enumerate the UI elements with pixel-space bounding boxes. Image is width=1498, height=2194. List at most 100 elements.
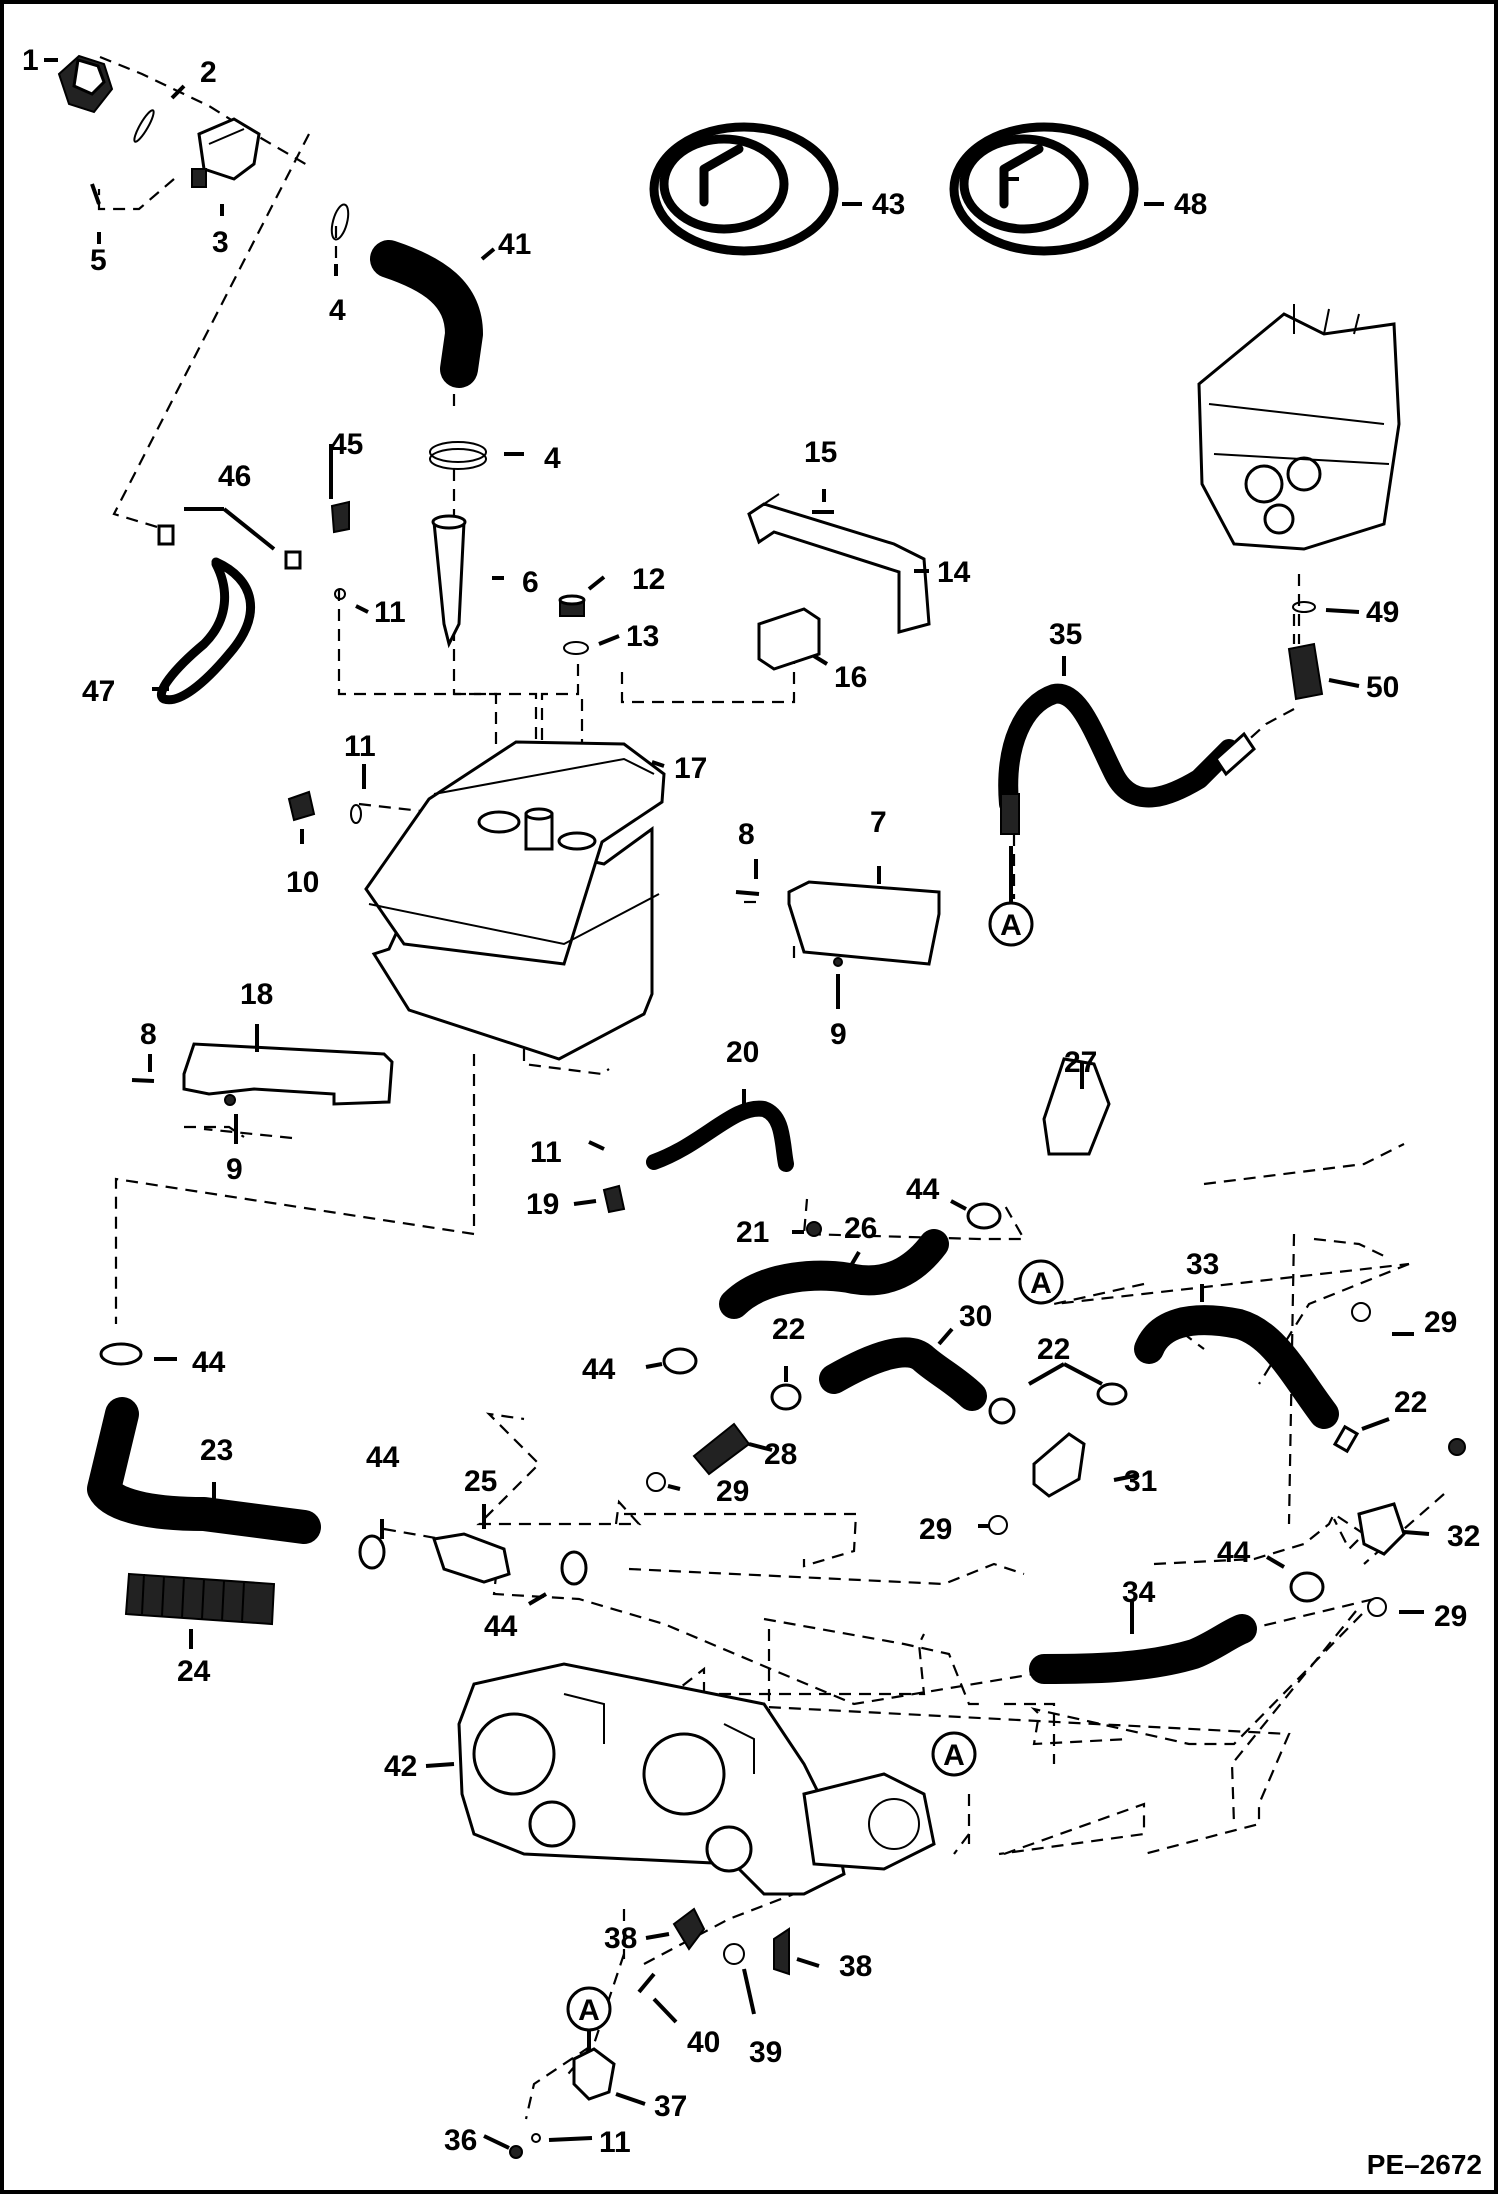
plug — [558, 594, 586, 617]
o-ring — [1367, 1597, 1387, 1617]
tee-fitting — [1042, 1057, 1111, 1156]
callout-27: 27 — [1064, 1046, 1097, 1079]
screw — [90, 183, 101, 205]
callout-16: 16 — [834, 661, 867, 694]
callout-43: 43 — [872, 188, 905, 221]
mounting-bracket-right — [787, 880, 941, 966]
tee-fitting — [432, 1532, 511, 1584]
callout-19: 19 — [526, 1188, 559, 1221]
callout-47: 47 — [82, 675, 115, 708]
small-clamp — [157, 524, 175, 546]
assembly-guide-lines — [97, 55, 1445, 2120]
callout-numbers: 1 2 3 4 4 5 6 7 8 8 9 9 10 11 11 11 11 1… — [22, 44, 1480, 2159]
callout-35: 35 — [1049, 618, 1082, 651]
hydraulic-reservoir-exploded-view: A A A A 1 2 3 4 4 5 6 7 8 8 9 9 10 11 11… — [22, 44, 1482, 2180]
nut — [224, 1094, 236, 1106]
callout-42: 42 — [384, 1750, 417, 1783]
hose-clamp — [429, 441, 487, 470]
callout-7: 7 — [870, 806, 887, 839]
split-flange — [773, 1927, 790, 1976]
parts-artwork — [57, 54, 1466, 2159]
callout-3: 3 — [212, 226, 229, 259]
callout-50: 50 — [1366, 671, 1399, 704]
callout-26: 26 — [844, 1212, 877, 1245]
callout-22: 22 — [1037, 1333, 1070, 1366]
hose-clamp — [988, 1397, 1016, 1425]
reference-marker-label: A — [578, 1994, 600, 2027]
o-ring — [330, 203, 350, 241]
mounting-bracket-upper — [747, 493, 931, 634]
o-ring — [531, 2133, 541, 2143]
callout-11: 11 — [374, 596, 406, 629]
o-ring — [563, 641, 589, 655]
nut — [833, 957, 843, 967]
callout-15: 15 — [804, 436, 837, 469]
callout-44: 44 — [1217, 1536, 1251, 1569]
callout-38: 38 — [839, 1950, 872, 1983]
breather-hose — [370, 240, 483, 388]
callout-40: 40 — [687, 2026, 720, 2059]
return-hose — [819, 1337, 987, 1411]
callout-41: 41 — [498, 228, 531, 261]
loop-hose — [156, 557, 256, 705]
bolt — [735, 890, 760, 896]
plug — [509, 2145, 523, 2159]
coiled-hose-right — [949, 122, 1139, 256]
callout-22: 22 — [1394, 1386, 1427, 1419]
hydraulic-hose — [646, 1100, 794, 1172]
callout-31: 31 — [1124, 1465, 1157, 1498]
control-valve — [1197, 304, 1401, 551]
reference-marker-label: A — [1000, 909, 1022, 942]
callout-44: 44 — [484, 1610, 518, 1643]
gasket — [133, 109, 155, 143]
callout-12: 12 — [632, 563, 665, 596]
callout-4: 4 — [329, 294, 346, 327]
o-ring — [988, 1515, 1008, 1535]
o-ring — [334, 588, 346, 600]
hose-clamp — [560, 1550, 588, 1586]
elbow-fitting — [330, 500, 350, 534]
callout-46: 46 — [218, 460, 251, 493]
bolt — [637, 1972, 656, 1994]
protective-sleeve — [124, 1572, 276, 1626]
bolt — [131, 1078, 155, 1083]
o-ring — [1292, 601, 1316, 613]
callout-49: 49 — [1366, 596, 1399, 629]
hose-clamp — [966, 1202, 1002, 1230]
split-flange — [672, 1907, 706, 1951]
hydrostatic-pump — [457, 1662, 936, 1896]
callout-39: 39 — [749, 2036, 782, 2069]
o-ring — [646, 1472, 666, 1492]
callout-9: 9 — [226, 1153, 243, 1186]
reference-marker-label: A — [943, 1739, 965, 1772]
callout-32: 32 — [1447, 1520, 1480, 1553]
callout-11: 11 — [599, 2126, 631, 2159]
hose-clamp — [1289, 1571, 1325, 1603]
coiled-hose-left — [649, 122, 839, 256]
adapter-fitting — [1287, 642, 1324, 701]
callout-17: 17 — [674, 752, 707, 785]
callout-13: 13 — [626, 620, 659, 653]
elbow-fitting — [572, 2047, 616, 2101]
isolator-pad — [757, 607, 821, 671]
filler-cap — [57, 54, 114, 114]
callout-8: 8 — [738, 818, 755, 851]
callout-20: 20 — [726, 1036, 759, 1069]
tee-fitting — [1032, 1432, 1086, 1498]
hose-fitting — [1214, 731, 1256, 777]
hose-clamp — [99, 1342, 143, 1366]
callout-44: 44 — [582, 1353, 616, 1386]
callout-1: 1 — [22, 44, 39, 77]
callout-44: 44 — [366, 1441, 400, 1474]
pilot-hose — [998, 683, 1239, 814]
cap — [806, 1221, 822, 1237]
callout-5: 5 — [90, 244, 107, 277]
filler-neck — [191, 117, 261, 188]
heat-shield — [182, 1042, 394, 1106]
callout-21: 21 — [736, 1216, 769, 1249]
callout-29: 29 — [1424, 1306, 1457, 1339]
hose-clamp — [1096, 1382, 1128, 1406]
callout-29: 29 — [1434, 1600, 1467, 1633]
callout-30: 30 — [959, 1300, 992, 1333]
elbow-fitting — [1357, 1502, 1406, 1556]
